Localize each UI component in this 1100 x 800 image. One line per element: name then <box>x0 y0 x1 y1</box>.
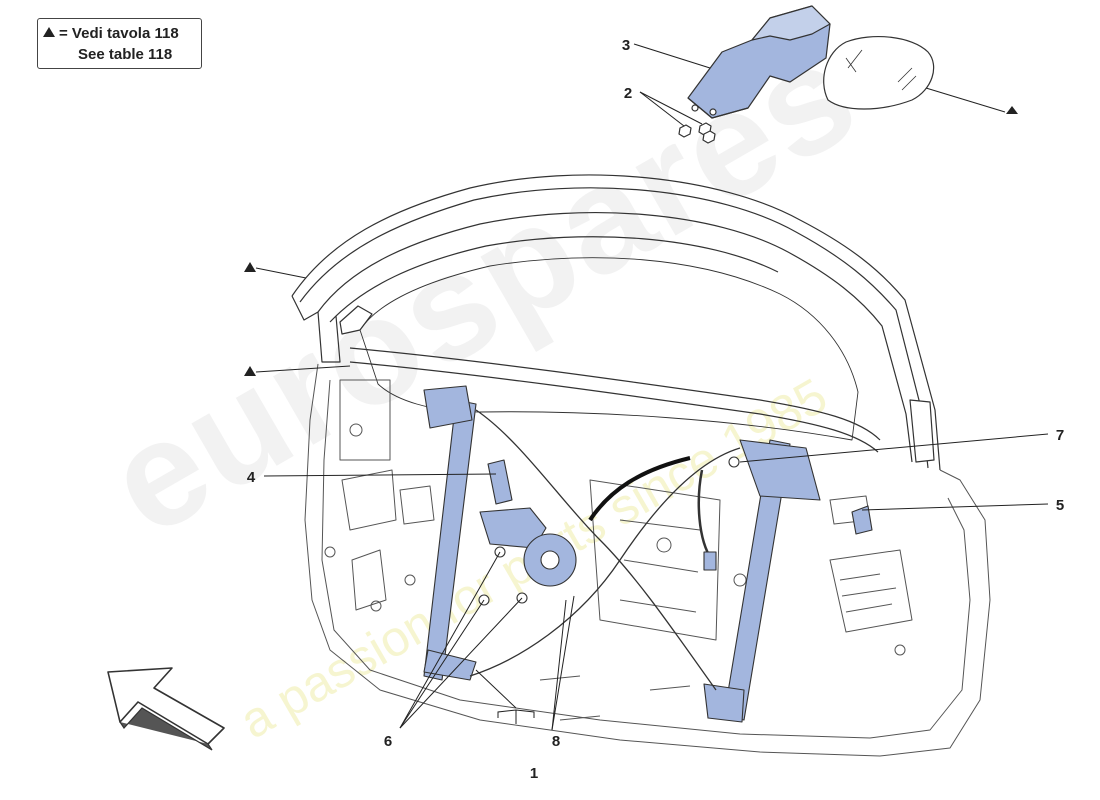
callout-6: 6 <box>384 733 392 750</box>
leader-frame-ref-2 <box>255 365 351 373</box>
frame-rear-bracket <box>909 399 935 463</box>
panel-hole-3 <box>324 546 336 558</box>
view-direction-arrow-shadow <box>119 707 213 751</box>
panel-hole-6 <box>733 573 747 587</box>
callout-1: 1 <box>530 765 538 782</box>
door-lock-body <box>829 549 913 633</box>
frame-a-pillar <box>317 311 341 363</box>
leader-4 <box>263 473 497 477</box>
fastener-7 <box>728 456 740 468</box>
belt-line-upper <box>349 347 881 441</box>
frame-window-edge <box>317 211 913 463</box>
frame-front-post <box>291 295 319 321</box>
belt-line-lower <box>349 361 879 453</box>
panel-hole-5 <box>370 600 382 612</box>
cable-front <box>475 409 717 691</box>
rear-lower-pulley <box>703 683 745 723</box>
panel-ribs <box>619 519 701 613</box>
door-panel-outline <box>304 363 991 757</box>
legend-line-1: = Vedi tavola 118 <box>43 25 179 42</box>
mirror-stud-1 <box>691 104 699 112</box>
legend-text-italian: = Vedi tavola 118 <box>59 25 179 42</box>
leader-frame-ref-1 <box>255 267 307 279</box>
wire-harness <box>697 469 714 561</box>
door-panel-inner-outline <box>321 379 971 739</box>
ref-triangle-mirror <box>1006 106 1018 114</box>
reference-triangles <box>244 106 1018 376</box>
frame-window-inner <box>329 236 779 323</box>
glass-reflection-3 <box>897 67 913 83</box>
window-regulator <box>423 385 873 723</box>
mirror-nut-3 <box>702 130 716 144</box>
legend-text-english: See table 118 <box>78 46 173 63</box>
front-glass-carrier <box>423 385 473 429</box>
callout-2: 2 <box>624 85 632 102</box>
rear-glass-carrier <box>739 439 821 501</box>
door-hinge-upper <box>341 469 397 531</box>
leader-2a <box>639 91 685 127</box>
panel-lower-details <box>539 675 691 721</box>
callout-4: 4 <box>247 469 256 486</box>
mirror-glass <box>823 35 935 110</box>
panel-hole-4 <box>404 574 416 586</box>
callout-5: 5 <box>1056 497 1064 514</box>
panel-hole-1 <box>656 537 672 553</box>
glass-reflection-4 <box>901 75 917 91</box>
leader-mirror-ref <box>925 87 1006 113</box>
leader-2b <box>639 91 703 125</box>
regulator-drum-hub <box>540 550 560 570</box>
view-direction-arrow <box>107 667 225 745</box>
mirror-assembly <box>678 5 935 144</box>
door-hinge-lower <box>351 549 387 611</box>
legend-box: = Vedi tavola 118 See table 118 <box>37 18 202 69</box>
frame-corner-bracket <box>339 305 373 335</box>
panel-hole-2 <box>349 423 363 437</box>
leader-6a <box>399 551 501 729</box>
ref-triangle-frame-1 <box>244 262 256 272</box>
frame-inner-arc <box>299 187 929 469</box>
door-inner-panel <box>304 363 991 757</box>
cable-rear <box>469 447 741 677</box>
ref-triangle-frame-2 <box>244 366 256 376</box>
mirror-housing-top <box>751 5 831 41</box>
leader-6b <box>399 599 485 729</box>
panel-cutout-center <box>589 479 721 641</box>
panel-hole-7 <box>894 644 906 656</box>
wire-connector <box>703 551 717 571</box>
frame-outer-arc <box>291 174 941 471</box>
check-strap <box>399 485 435 525</box>
door-glass <box>359 257 859 441</box>
regulator-pad <box>487 459 513 505</box>
leader-1 <box>475 669 517 709</box>
leader-8a <box>551 599 567 731</box>
glass-reflection-1 <box>845 57 857 73</box>
leader-5 <box>861 503 1049 511</box>
mirror-stud-2 <box>709 108 717 116</box>
leader-8b <box>551 595 575 731</box>
front-guide-rail <box>423 399 477 681</box>
lock-rod-clip <box>851 505 873 535</box>
triangle-icon <box>43 27 55 37</box>
callout-labels: 1 2 3 4 5 6 7 8 <box>247 37 1064 782</box>
leader-6c <box>399 597 523 729</box>
glass-reflection-2 <box>847 49 863 69</box>
door-frame <box>291 174 941 471</box>
callout-3: 3 <box>622 37 630 54</box>
cable-sheath <box>588 456 691 522</box>
door-lock-details <box>839 573 897 613</box>
mirror-nut-1 <box>678 124 692 138</box>
callout-8: 8 <box>552 733 560 750</box>
rear-guide-rail <box>723 439 791 721</box>
callout-7: 7 <box>1056 427 1064 444</box>
leader-lines <box>255 43 1049 731</box>
leader-7 <box>739 433 1049 463</box>
door-hinge-area-upper <box>339 379 391 461</box>
leader-3 <box>633 43 711 69</box>
